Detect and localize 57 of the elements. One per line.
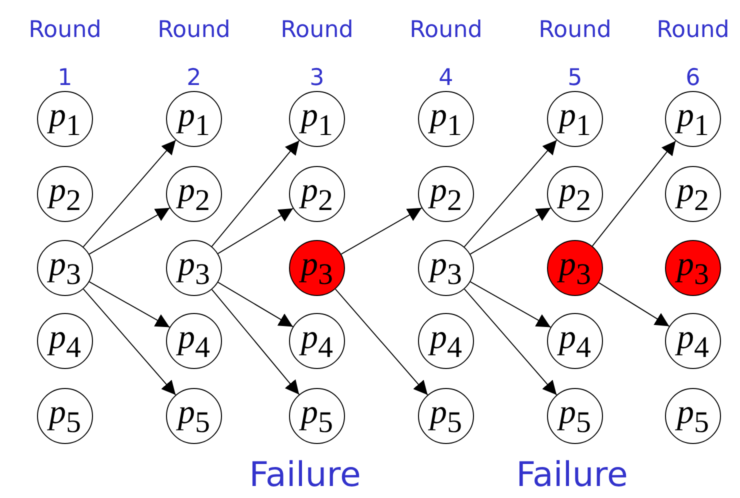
process-label: p$_{5}$ (677, 396, 709, 430)
round-heading: Round 1 (28, 16, 102, 93)
process-label: p$_{4}$ (677, 321, 709, 355)
arrow (82, 140, 176, 248)
process-label: p$_{5}$ (178, 396, 210, 430)
arrow (340, 207, 422, 255)
round-heading: Round 5 (538, 16, 612, 93)
arrow (464, 140, 558, 248)
process-label: p$_{4}$ (49, 321, 81, 355)
failure-label: Failure (515, 455, 629, 495)
process-label: p$_{3}$ (178, 248, 210, 282)
process-label: p$_{2}$ (430, 174, 462, 208)
process-label: p$_{3}$ (677, 248, 709, 282)
round-heading: Round 6 (656, 16, 730, 93)
process-label: p$_{3}$ (430, 248, 462, 282)
process-label: p$_{4}$ (301, 321, 333, 355)
arrow (334, 288, 428, 396)
process-label: p$_{4}$ (559, 321, 591, 355)
process-label: p$_{2}$ (178, 174, 210, 208)
arrow (470, 207, 552, 255)
arrow (211, 140, 300, 247)
failure-label: Failure (248, 455, 362, 495)
process-label: p$_{5}$ (301, 396, 333, 430)
arrow (470, 281, 552, 328)
process-label: p$_{1}$ (430, 99, 462, 133)
process-label: p$_{2}$ (677, 174, 709, 208)
process-label: p$_{3}$ (49, 248, 81, 282)
arrow (598, 282, 670, 327)
arrow (592, 140, 676, 247)
arrow (211, 289, 300, 395)
process-label: p$_{4}$ (430, 321, 462, 355)
arrow (464, 288, 558, 396)
process-circle (37, 240, 93, 296)
process-label: p$_{2}$ (301, 174, 333, 208)
round-heading: Round 3 (280, 16, 354, 93)
process-circle (418, 240, 474, 296)
process-label: p$_{1}$ (49, 99, 81, 133)
process-label: p$_{5}$ (559, 396, 591, 430)
process-label: p$_{1}$ (559, 99, 591, 133)
process-label: p$_{4}$ (178, 321, 210, 355)
process-label: p$_{1}$ (301, 99, 333, 133)
process-label: p$_{3}$ (559, 248, 591, 282)
round-heading: Round 4 (408, 16, 484, 93)
process-circle (166, 240, 222, 296)
process-label: p$_{2}$ (559, 174, 591, 208)
arrow (82, 288, 176, 396)
arrow (218, 208, 294, 254)
arrow (218, 282, 294, 328)
process-label: p$_{5}$ (430, 396, 462, 430)
process-label: p$_{5}$ (49, 396, 81, 430)
process-label: p$_{1}$ (178, 99, 210, 133)
process-label: p$_{1}$ (677, 99, 709, 133)
arrow (88, 207, 170, 255)
process-label: p$_{2}$ (49, 174, 81, 208)
process-label: p$_{3}$ (301, 248, 333, 282)
round-heading: Round 2 (156, 16, 232, 93)
arrow (88, 281, 170, 328)
